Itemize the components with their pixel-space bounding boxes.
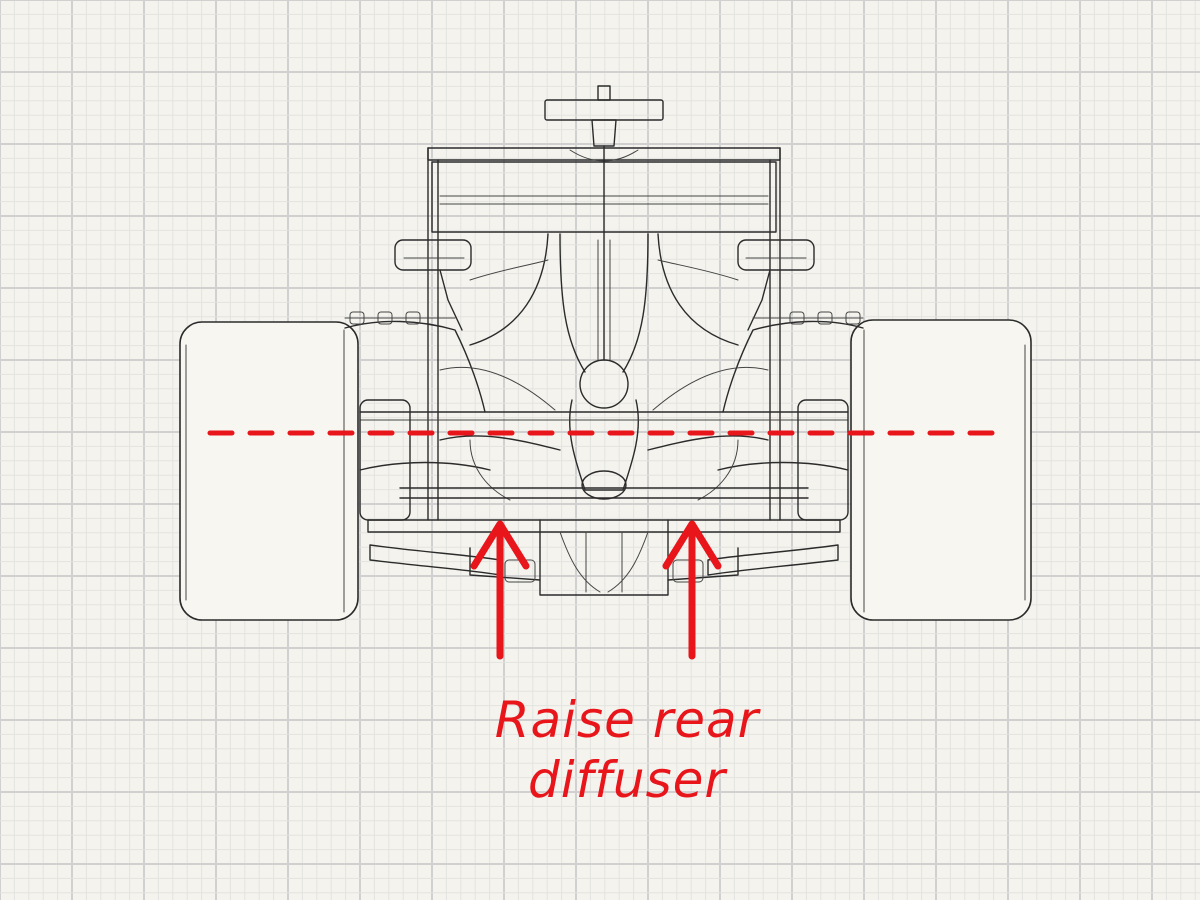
right-up-arrow-icon — [662, 520, 722, 660]
sidepods — [344, 311, 864, 413]
rear-diffuser — [367, 519, 841, 596]
diffuser-annotation: Raise rear diffuser — [462, 690, 792, 810]
left-rear-tyre — [179, 321, 359, 621]
annotation-line-1: Raise rear — [494, 691, 760, 749]
rear-suspension — [359, 399, 849, 521]
left-mirror — [394, 239, 472, 331]
right-rear-tyre — [850, 319, 1032, 621]
roll-hoop-camera — [544, 85, 664, 361]
rear-crash-structure — [569, 359, 639, 500]
annotation-line-2: diffuser — [528, 751, 726, 809]
engine-cover — [469, 233, 739, 373]
right-mirror — [737, 239, 815, 331]
left-up-arrow-icon — [470, 520, 530, 660]
